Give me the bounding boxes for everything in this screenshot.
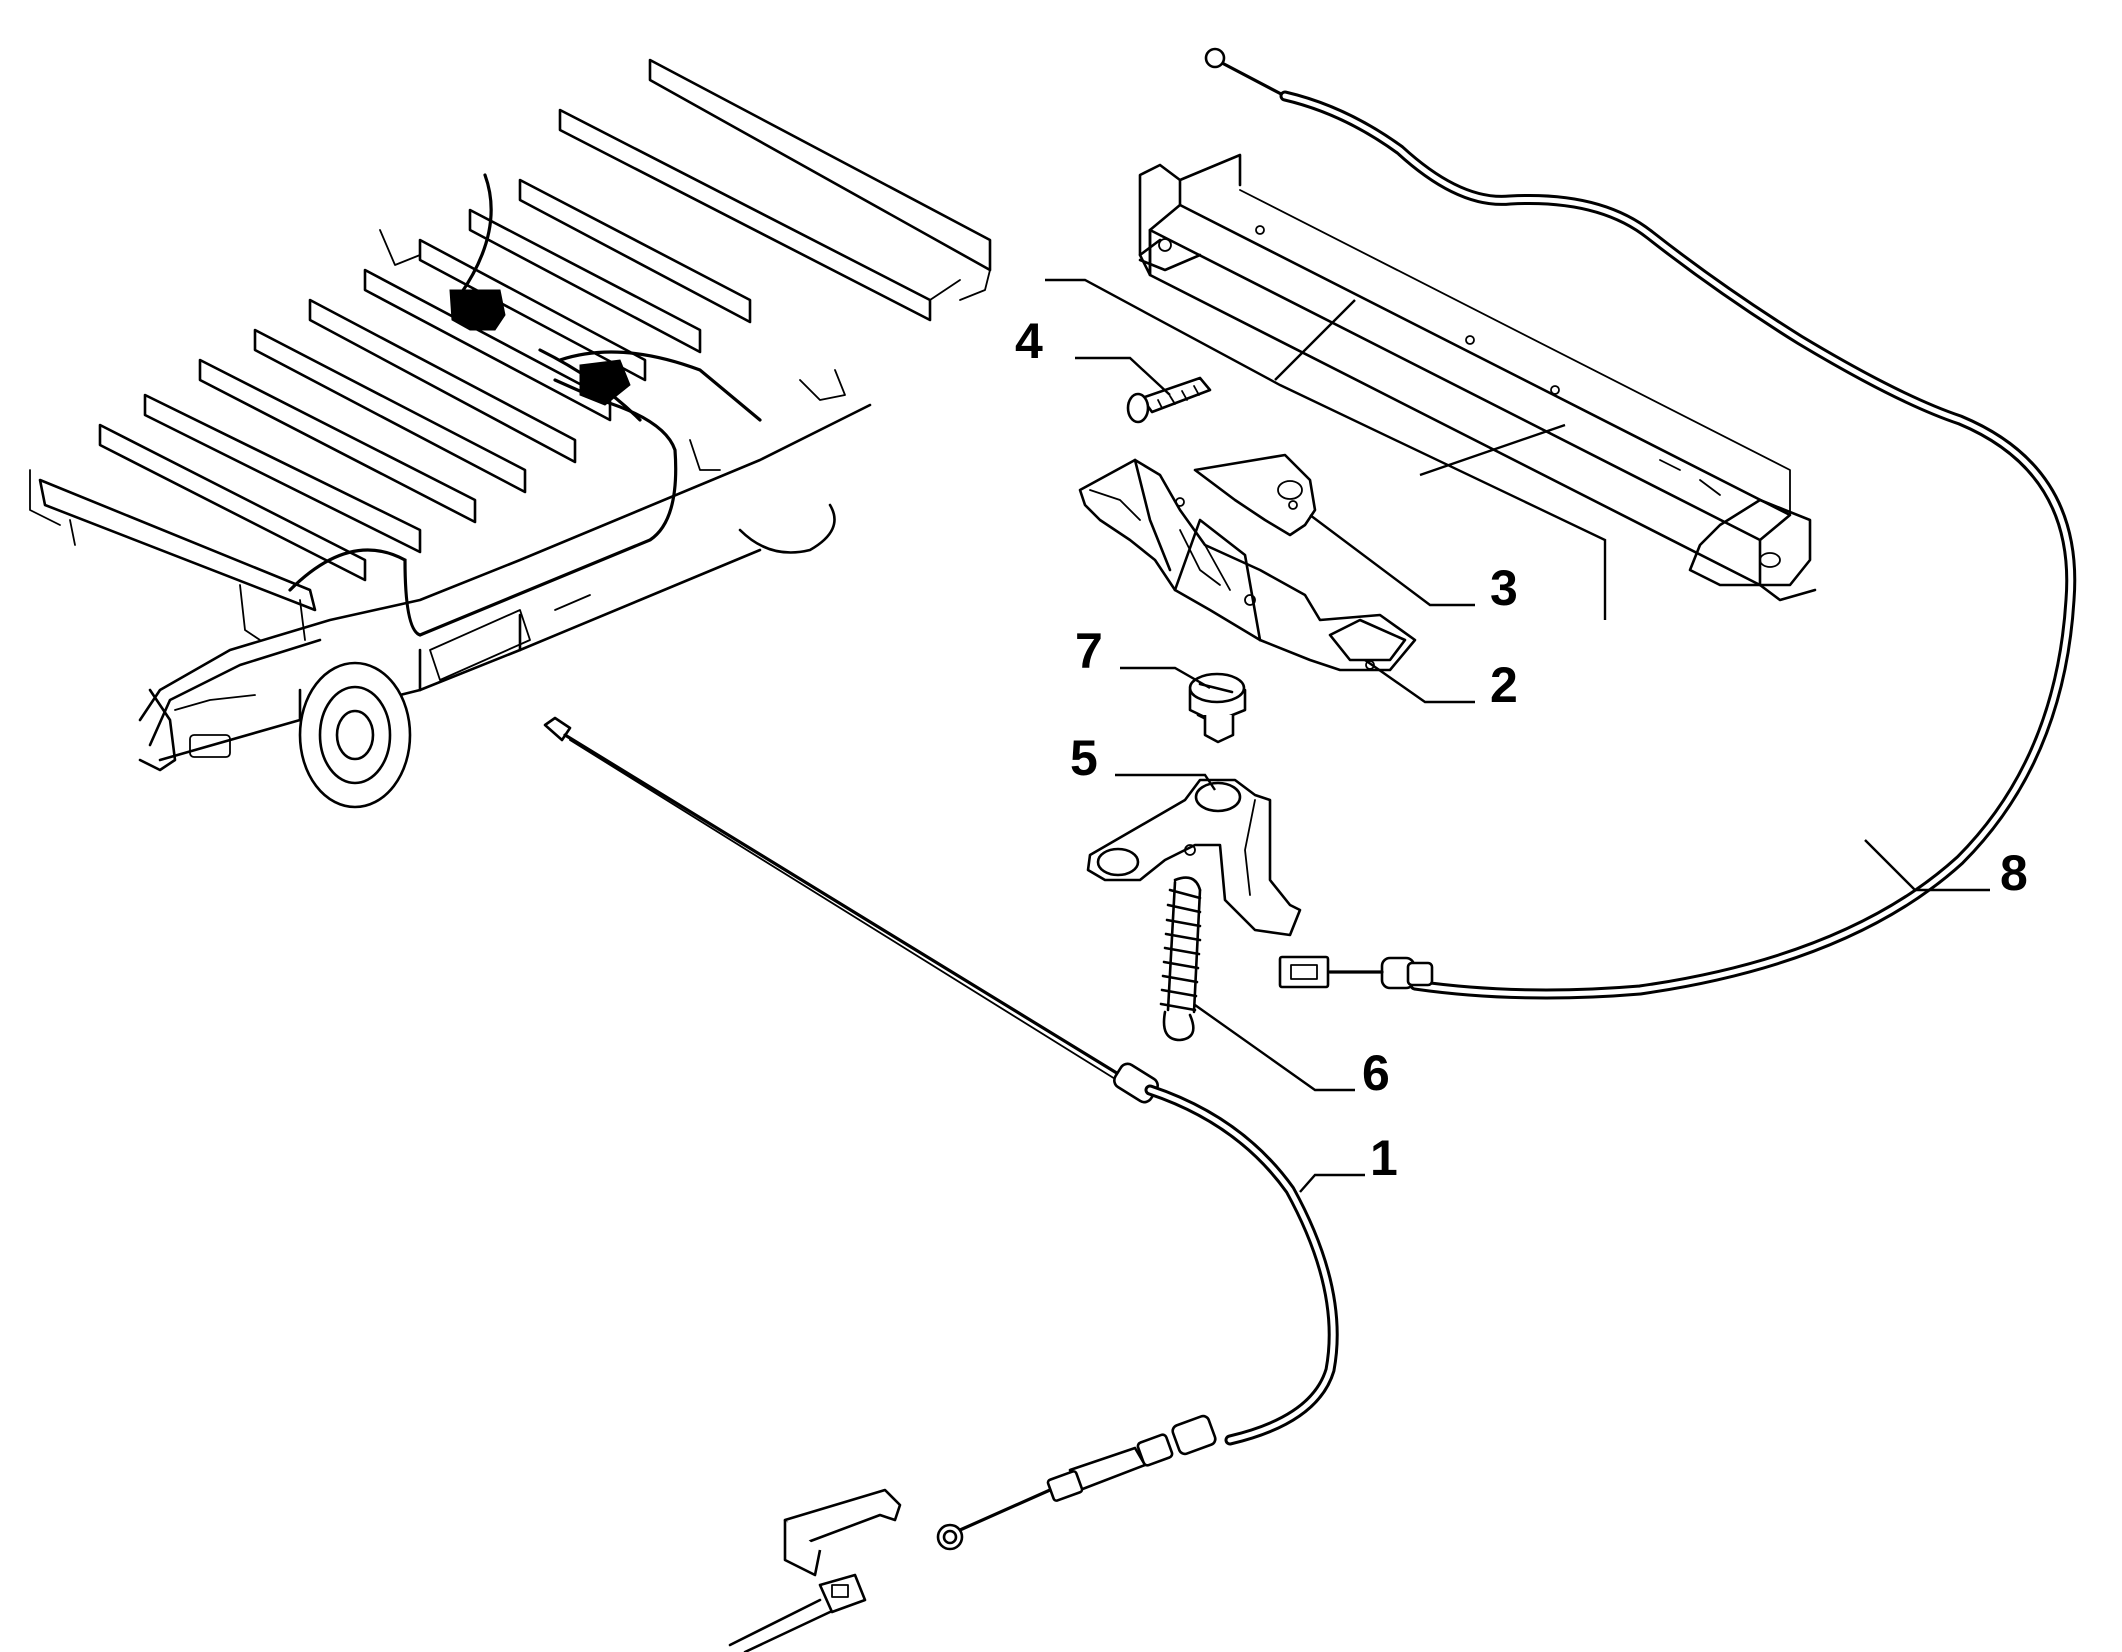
callout-labels: 4 3 2 7 5 6 1 8 [1015,313,2028,1186]
callout-1: 1 [1370,1130,1398,1186]
part-5-lever [1086,778,1302,937]
callout-2: 2 [1490,657,1518,713]
callout-3: 3 [1490,560,1518,616]
floor-slats [29,58,992,641]
callout-8: 8 [2000,845,2028,901]
callout-6: 6 [1362,1045,1390,1101]
part-1-cable [543,716,1339,1652]
callout-5: 5 [1070,730,1098,786]
part-8-cable [1204,47,2077,1000]
callout-4: 4 [1015,313,1043,369]
cross-member-assembly [1138,153,1817,602]
callout-7: 7 [1075,623,1103,679]
part-2-bracket [1078,458,1417,672]
part-3-plate [1193,453,1317,537]
vehicle-floor-overview [29,58,992,809]
part-4-bolt [1126,376,1212,424]
leader-lines [1045,278,1990,1193]
part-6-spring [1159,876,1202,1042]
part-7-pin [1188,672,1247,744]
